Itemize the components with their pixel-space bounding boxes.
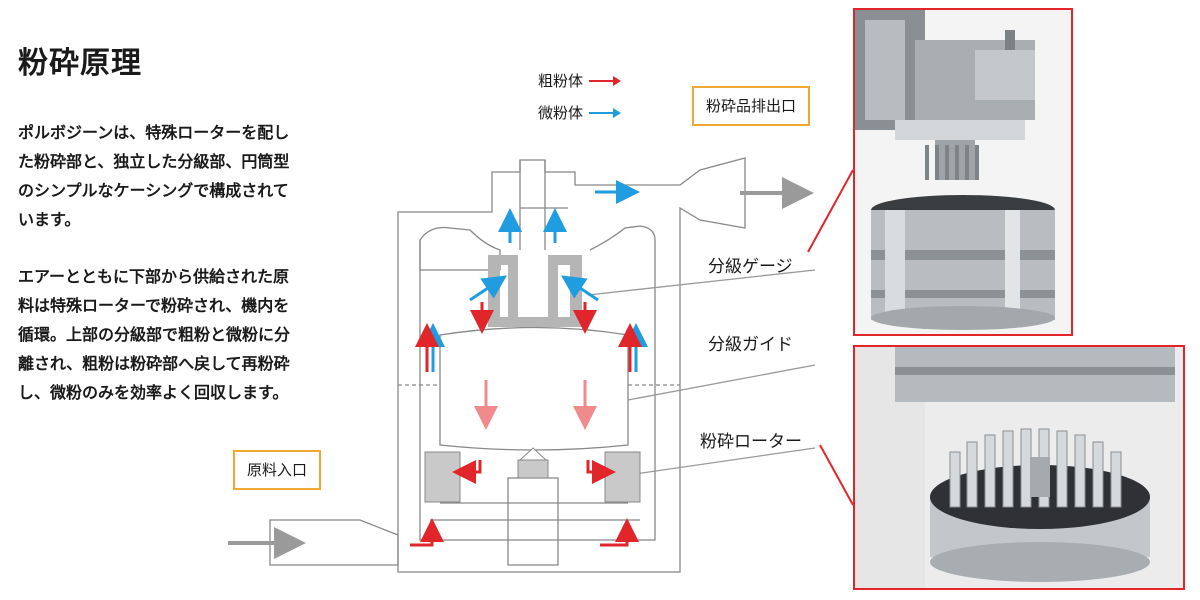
classifier-guide-cylinder [439,326,629,451]
classifier-gauge-label: 分級ゲージ [708,257,793,277]
inner-wall [419,226,501,271]
process-line: 離され、粗粉は粉砕部へ戻して再粉砕 [18,354,290,373]
inlet-duct [269,519,399,566]
intro-line: た粉砕部と、独立した分級部、円筒型 [18,152,290,171]
rotor-photo [853,345,1185,590]
intro-line: ポルボジーンは、特殊ローターを配し [18,123,290,142]
intro-paragraph: ポルボジーンは、特殊ローターを配し た粉砕部と、独立した分級部、円筒型 のシンプ… [18,118,388,234]
classifier-photo-image [855,10,1071,334]
process-line: エアーとともに下部から供給された原 [18,267,290,286]
outlet-label: 粉砕品排出口 [692,86,811,126]
legend-fine-arrow-icon [589,107,622,118]
rotor-photo-image [855,347,1183,588]
process-line: 料は特殊ローターで粉砕され、機内を [18,296,290,315]
page-title: 粉砕原理 [18,46,142,81]
inlet-label: 原料入口 [233,450,322,490]
intro-line: います。 [18,210,81,229]
process-line: 循環。上部の分級部で粗粉と微粉に分 [18,325,291,344]
legend-fine-label: 微粉体 [538,104,584,122]
classifier-guide-label: 分級ガイド [708,335,793,355]
legend-coarse-label: 粗粉体 [538,72,584,90]
legend-coarse-arrow-icon [589,75,622,86]
process-line: し、微粉のみを効率よく回収します。 [18,383,289,402]
central-shaft [519,160,546,250]
classifier-gauge [488,255,582,327]
grinding-rotor-label: 粉砕ローター [700,432,802,452]
legend-fine: 微粉体 [538,102,622,123]
outer-casing [397,157,746,573]
classifier-photo [853,8,1073,336]
intro-line: のシンプルなケーシングで構成されて [18,181,289,200]
process-paragraph: エアーとともに下部から供給された原 料は特殊ローターで粉砕され、機内を 循環。上… [18,262,388,407]
legend-coarse: 粗粉体 [538,70,622,91]
